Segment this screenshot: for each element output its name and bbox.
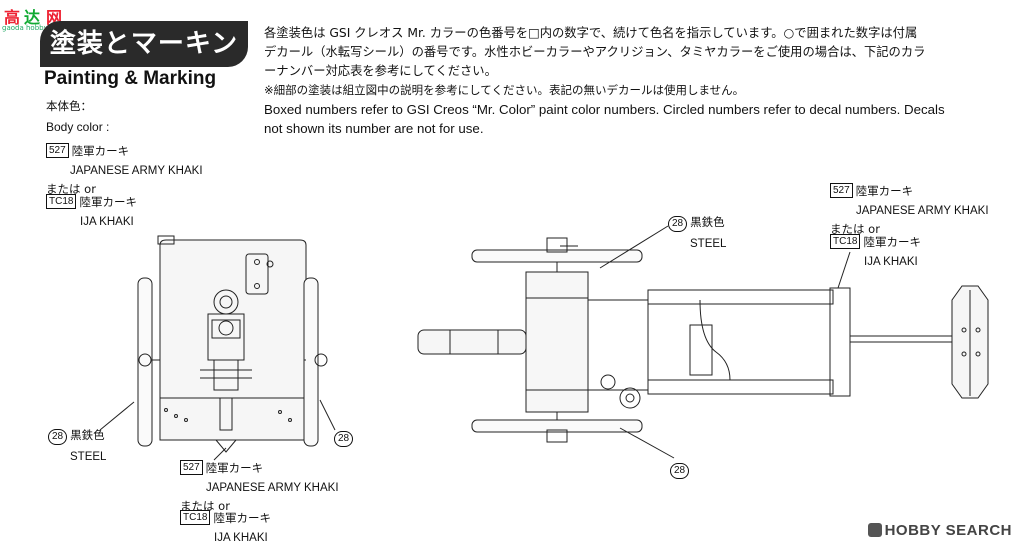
body-color-label-jp: 本体色：: [46, 99, 92, 113]
watermark-sub: gaoda hobby.com: [2, 24, 64, 32]
paint-name-jp: 陸軍カーキ: [71, 144, 130, 158]
intro-en-line: Boxed numbers refer to GSI Creos “Mr. Co…: [264, 102, 945, 117]
gun-top-view: [417, 225, 989, 459]
paint-code-box: TC18: [46, 194, 77, 209]
hobby-search-text: HOBBY SEARCH: [884, 522, 1012, 539]
decal-code-circle: 28: [334, 431, 354, 447]
decal-name-en: STEEL: [70, 451, 107, 463]
paint-name-jp: 陸軍カーキ: [863, 235, 921, 249]
intro-jp-line: 各塗装色は GSI クレオス Mr. カラーの色番号を□内の数字で、続けて色名を…: [264, 26, 918, 40]
watermark-char: 高: [4, 8, 21, 27]
paint-name-en: JAPANESE ARMY KHAKI: [856, 205, 989, 217]
paint-name-en: JAPANESE ARMY KHAKI: [206, 482, 339, 494]
paint-name-en: IJA KHAKI: [864, 256, 918, 268]
intro-jp-line: デカール（水転写シール）の番号です。水性ホビーカラーやアクリジョン、タミヤカラー…: [264, 45, 926, 59]
paint-name-jp: 陸軍カーキ: [855, 184, 914, 198]
decal-name-jp: 黒鉄色: [690, 215, 725, 229]
hobby-search-logo: HOBBY SEARCH: [867, 522, 1012, 539]
paint-name-en: IJA KHAKI: [80, 216, 134, 228]
paint-code-box: 527: [180, 460, 203, 475]
decal-name-en: STEEL: [690, 238, 727, 250]
or-text: または or: [46, 182, 96, 196]
paint-name-jp: 陸軍カーキ: [213, 511, 271, 525]
body-color-label-en: Body color :: [46, 120, 110, 134]
or-text: または or: [830, 222, 880, 236]
section-title-en: Painting & Marking: [44, 68, 217, 89]
paint-name-jp: 陸軍カーキ: [79, 195, 137, 209]
intro-text: 各塗装色は GSI クレオス Mr. カラーの色番号を□内の数字で、続けて色名を…: [264, 24, 1016, 138]
gun-front-view: [99, 235, 336, 461]
decal-28-marker-right: 28: [334, 426, 356, 447]
watermark-char: 达: [24, 8, 41, 27]
paint-name-en: IJA KHAKI: [214, 532, 268, 544]
decal-name-jp: 黒鉄色: [70, 428, 105, 442]
paint-code-box: 527: [46, 143, 69, 158]
paint-code-box: 527: [830, 183, 853, 198]
or-text: または or: [180, 499, 230, 513]
intro-jp-note: ※細部の塗装は組立図中の説明を参考にしてください。表記の無いデカールは使用しませ…: [264, 83, 745, 97]
decal-28-marker-bottom: 28: [670, 458, 692, 479]
paint-name-jp: 陸軍カーキ: [205, 461, 264, 475]
paint-code-box: TC18: [830, 234, 861, 249]
decal-code-circle: 28: [670, 463, 690, 479]
paint-code-box: TC18: [180, 510, 211, 525]
section-title-jp: 塗装とマーキング: [40, 21, 248, 105]
hobby-search-icon: [867, 523, 882, 537]
intro-jp-line: ーナンバー対応表を参考にしてください。: [264, 64, 497, 78]
intro-en-line: not shown its number are not for use.: [264, 121, 484, 136]
paint-name-en: JAPANESE ARMY KHAKI: [70, 165, 203, 177]
